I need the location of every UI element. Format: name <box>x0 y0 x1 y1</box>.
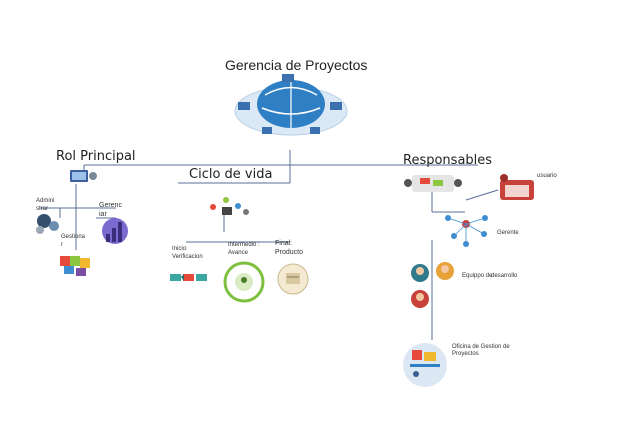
oficina-label-a: Oficina de Gestion de <box>452 344 510 350</box>
equipo-label-b: desarrollo <box>491 273 518 279</box>
usuario-label: usuario <box>537 173 557 179</box>
responsables-label: Responsables <box>403 153 493 168</box>
inicio-label-a: Inicio: <box>172 246 188 252</box>
gerenciar-label-b: iar <box>99 211 107 218</box>
diagram-title: Gerencia de Proyectos <box>225 57 368 73</box>
intermedio-label-b: Avance <box>228 250 248 256</box>
ciclo-de-vida-label: Ciclo de vida <box>189 167 273 182</box>
equipo-label-a: Equippo de <box>462 273 493 279</box>
administrar-label-b: strar <box>36 206 48 212</box>
administrar-label-a: Admini <box>36 198 55 204</box>
gerenciar-label-a: Gerenc <box>99 202 122 209</box>
rol-principal-label: Rol Principal <box>56 149 136 164</box>
intermedio-label-a: Intermedio : <box>228 242 260 248</box>
gestionar-label-a: Gestiona <box>61 234 86 240</box>
gestionar-label-b: r <box>61 242 63 248</box>
inicio-label-b: Verificacion <box>172 254 203 260</box>
oficina-label-b: Proyectos <box>452 351 479 357</box>
final-label-a: Final: <box>275 240 293 247</box>
final-label-b: Producto <box>275 249 304 256</box>
gerente-label: Gerente <box>497 230 519 236</box>
